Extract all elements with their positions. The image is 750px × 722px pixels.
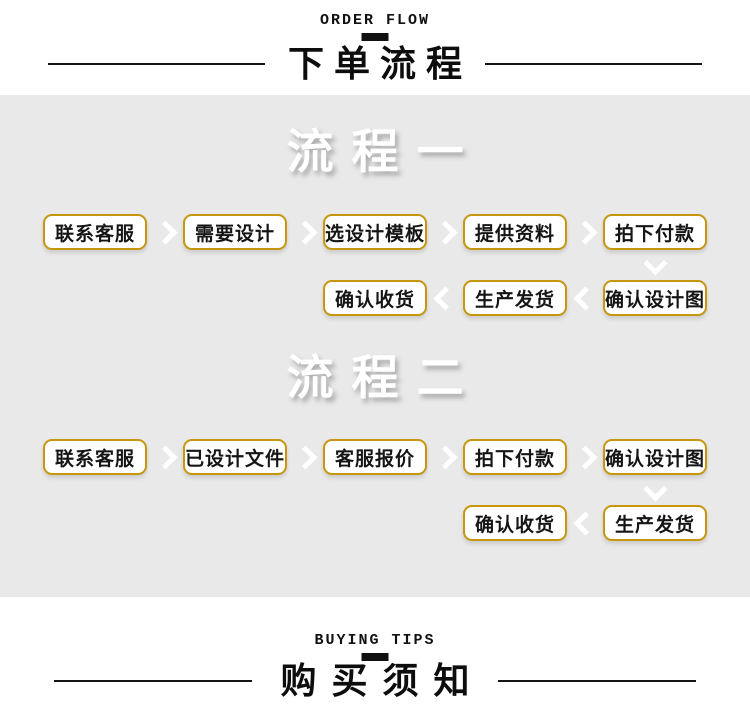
chevron-right-icon <box>292 219 318 245</box>
chevron-right-icon <box>572 219 598 245</box>
flow-step-box: 确认收货 <box>323 280 427 316</box>
step-arrow <box>287 444 323 470</box>
chevron-right-icon <box>572 444 598 470</box>
flow1-row2: 确认收货 生产发货 确认设计图 <box>323 280 708 316</box>
flow-step-box: 联系客服 <box>43 439 147 475</box>
header-title-row: 下单流程 <box>0 44 750 84</box>
flow-step-box: 生产发货 <box>463 280 567 316</box>
header-line-right <box>485 62 702 65</box>
chevron-down-icon <box>642 476 668 502</box>
footer-title-row: 购买须知 <box>0 661 750 701</box>
page-title: 下单流程 <box>287 43 472 84</box>
flow-band: 流程一 联系客服 需要设计 选设计模板 提供资料 拍下付款 确认收货 生产发货 … <box>0 95 750 597</box>
flow-step-box: 确认设计图 <box>603 439 708 475</box>
flow1-row1: 联系客服 需要设计 选设计模板 提供资料 拍下付款 <box>43 214 708 250</box>
step-arrow <box>287 219 323 245</box>
flow2-row2: 确认收货 生产发货 <box>463 505 707 541</box>
chevron-right-icon <box>152 444 178 470</box>
footer-line-left <box>54 679 253 682</box>
chevron-left-icon <box>432 285 458 311</box>
footer-accent-bar <box>361 653 389 661</box>
flow-step-box: 拍下付款 <box>603 214 708 250</box>
flow-step-box: 确认设计图 <box>603 280 708 316</box>
chevron-down-icon <box>642 250 668 276</box>
step-arrow <box>427 444 463 470</box>
step-arrow <box>147 219 183 245</box>
flow-step-box: 选设计模板 <box>323 214 428 250</box>
chevron-left-icon <box>572 510 598 536</box>
header-line-left <box>47 62 265 65</box>
step-arrow <box>567 285 603 311</box>
footer-line-right <box>497 679 696 682</box>
flow-step-box: 确认收货 <box>463 505 567 541</box>
step-arrow <box>637 476 673 502</box>
flow-step-box: 客服报价 <box>323 439 428 475</box>
step-arrow <box>567 219 603 245</box>
flow2-title: 流程二 <box>286 351 482 404</box>
flow-step-box: 生产发货 <box>603 505 707 541</box>
chevron-right-icon <box>432 219 458 245</box>
chevron-left-icon <box>572 285 598 311</box>
flow-step-box: 联系客服 <box>43 214 147 250</box>
header-eyebrow: ORDER FLOW <box>319 12 430 29</box>
flow2-row1: 联系客服 已设计文件 客服报价 拍下付款 确认设计图 <box>43 439 708 475</box>
footer-title: 购买须知 <box>280 660 485 701</box>
flow-step-box: 需要设计 <box>183 214 287 250</box>
flow-step-box: 拍下付款 <box>463 439 568 475</box>
step-arrow <box>567 510 603 536</box>
flow-step-box: 已设计文件 <box>183 439 288 475</box>
step-arrow <box>147 444 183 470</box>
chevron-right-icon <box>292 444 318 470</box>
step-arrow <box>567 444 603 470</box>
chevron-right-icon <box>432 444 458 470</box>
flow1-title: 流程一 <box>286 125 482 178</box>
header-accent-bar <box>361 33 389 41</box>
step-arrow <box>427 285 463 311</box>
flow-step-box: 提供资料 <box>463 214 568 250</box>
chevron-right-icon <box>152 219 178 245</box>
step-arrow <box>637 250 673 276</box>
footer-eyebrow: BUYING TIPS <box>314 632 436 649</box>
step-arrow <box>427 219 463 245</box>
